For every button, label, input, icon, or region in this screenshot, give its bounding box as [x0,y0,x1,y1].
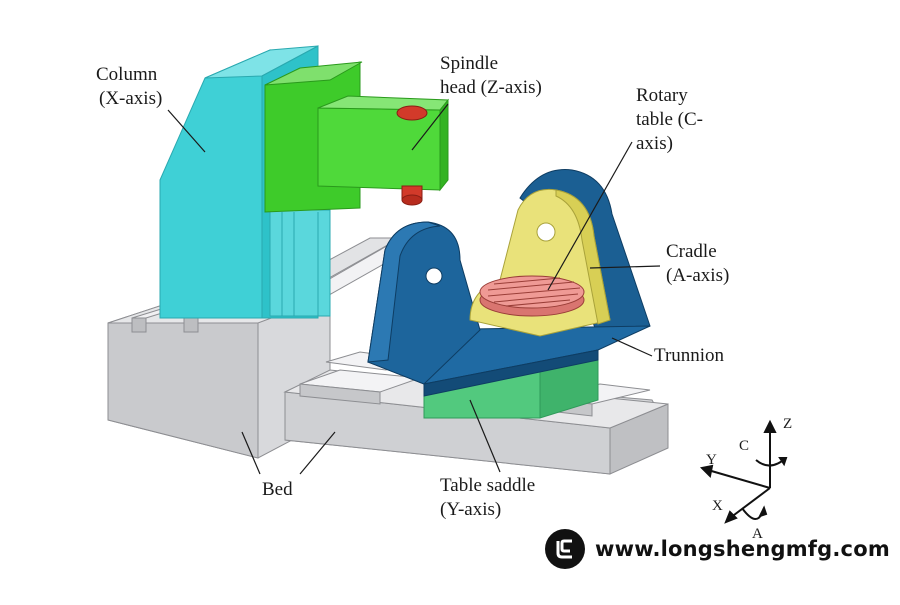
label-bed: Bed [262,479,293,500]
axis-label-c: C [739,438,750,454]
rotary-table [479,275,585,317]
longsheng-logo-icon [545,529,585,569]
label-trunnion: Trunnion [654,345,725,366]
axis-label-x: X [712,498,723,514]
leader-lines [167,103,661,475]
axis-label-y: Y [706,452,717,468]
watermark-text: www.longshengmfg.com [595,537,890,561]
axis-label-z: Z [783,416,793,432]
label-rotary-table: Rotary table (C- axis) [636,85,704,154]
axis-label-a: A [752,526,763,542]
label-column: Column (X-axis) [96,64,163,109]
label-spindle-head: Spindle head (Z-axis) [440,53,542,98]
label-cradle: Cradle (A-axis) [666,241,730,286]
label-table-saddle: Table saddle (Y-axis) [440,475,536,520]
spindle-head [264,61,450,213]
watermark: www.longshengmfg.com [545,527,890,571]
axis-triad [699,419,788,524]
